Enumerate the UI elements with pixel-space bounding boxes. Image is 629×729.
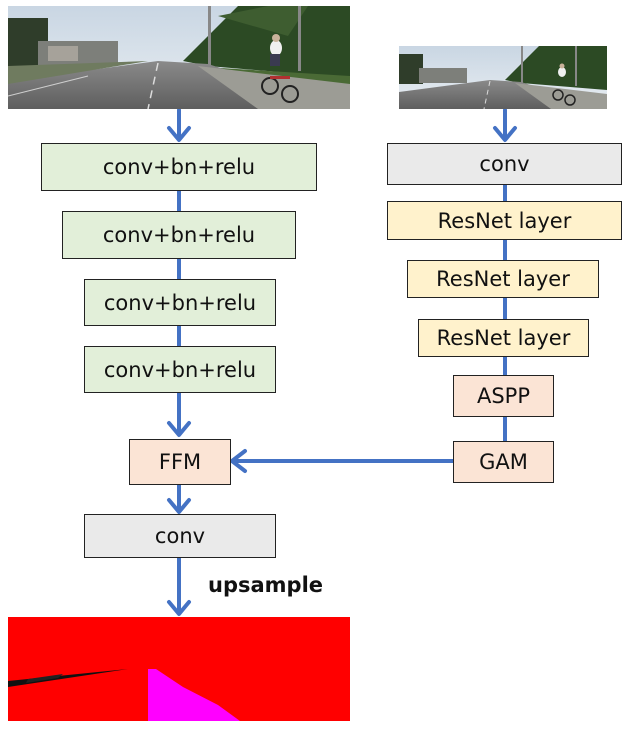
aspp-label: ASPP <box>476 384 531 408</box>
left-conv-bn-relu-4: conv+bn+relu <box>84 346 276 393</box>
layer-label: conv+bn+relu <box>102 223 256 247</box>
resnet-label: ResNet layer <box>436 267 570 291</box>
layer-label: conv+bn+relu <box>103 357 257 382</box>
arrowhead-input-to-conv1 <box>167 126 191 142</box>
left-conv-bn-relu-2: conv+bn+relu <box>62 211 296 259</box>
gam-label: GAM <box>479 450 528 474</box>
ffm-label: FFM <box>158 450 202 474</box>
left-final-conv: conv <box>84 514 276 558</box>
ffm-box: FFM <box>129 439 231 485</box>
arrowhead-gam-to-ffm <box>230 449 247 473</box>
road-scene-photo-small <box>399 46 607 109</box>
resnet-layer-3: ResNet layer <box>418 319 589 357</box>
upsample-label: upsample <box>208 573 324 597</box>
conv-label: conv <box>154 524 206 548</box>
resnet-label: ResNet layer <box>436 326 571 350</box>
left-conv-bn-relu-1: conv+bn+relu <box>41 143 317 191</box>
arrowhead-conv4-to-ffm <box>167 421 191 437</box>
road-scene-photo <box>8 6 350 109</box>
arrowhead-conv-to-output <box>167 600 191 616</box>
arrowhead-ffm-to-conv <box>167 498 191 514</box>
layer-label: conv+bn+relu <box>103 290 257 315</box>
segmentation-output <box>8 617 350 721</box>
left-conv-bn-relu-3: conv+bn+relu <box>84 279 276 326</box>
layer-label: conv+bn+relu <box>102 155 256 179</box>
resnet-label: ResNet layer <box>437 208 572 233</box>
aspp-box: ASPP <box>453 375 554 417</box>
conv-label: conv <box>479 152 530 176</box>
resnet-layer-1: ResNet layer <box>387 201 622 240</box>
arrowhead-right-input-to-conv <box>493 126 517 142</box>
right-conv: conv <box>387 143 622 185</box>
gam-box: GAM <box>453 441 554 483</box>
left-input-image <box>8 6 350 109</box>
resnet-layer-2: ResNet layer <box>407 260 599 298</box>
segmentation-map <box>8 617 350 721</box>
right-input-image <box>399 46 607 109</box>
